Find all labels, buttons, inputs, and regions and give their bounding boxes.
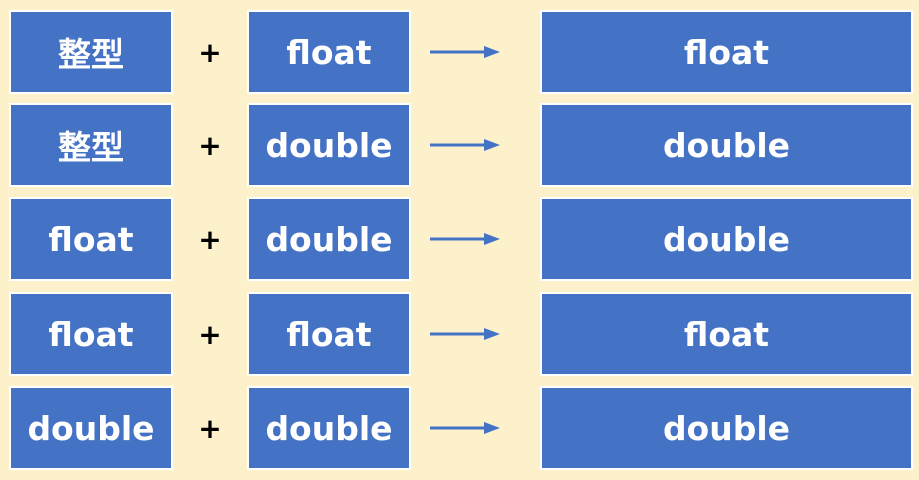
conversion-row: float + double double (0, 197, 919, 281)
right-operand-box: float (247, 292, 411, 376)
conversion-row: float + float float (0, 292, 919, 376)
result-type-box: float (540, 10, 913, 94)
result-type-box: float (540, 292, 913, 376)
conversion-row: double + double double (0, 386, 919, 470)
left-operand-box: float (9, 292, 173, 376)
result-type-box: double (540, 197, 913, 281)
left-operand-box: double (9, 386, 173, 470)
left-operand-box: float (9, 197, 173, 281)
plus-operator: + (198, 317, 222, 351)
plus-operator: + (198, 35, 222, 69)
arrow-icon (430, 46, 500, 58)
right-operand-box: double (247, 103, 411, 187)
left-operand-box: 整型 (9, 103, 173, 187)
right-operand-box: double (247, 197, 411, 281)
result-type-box: double (540, 386, 913, 470)
plus-operator: + (198, 128, 222, 162)
left-operand-box: 整型 (9, 10, 173, 94)
conversion-row: 整型 + double double (0, 103, 919, 187)
arrow-icon (430, 422, 500, 434)
arrow-icon (430, 233, 500, 245)
right-operand-box: double (247, 386, 411, 470)
arrow-icon (430, 139, 500, 151)
arrow-icon (430, 328, 500, 340)
plus-operator: + (198, 411, 222, 445)
plus-operator: + (198, 222, 222, 256)
conversion-row: 整型 + float float (0, 10, 919, 94)
right-operand-box: float (247, 10, 411, 94)
result-type-box: double (540, 103, 913, 187)
